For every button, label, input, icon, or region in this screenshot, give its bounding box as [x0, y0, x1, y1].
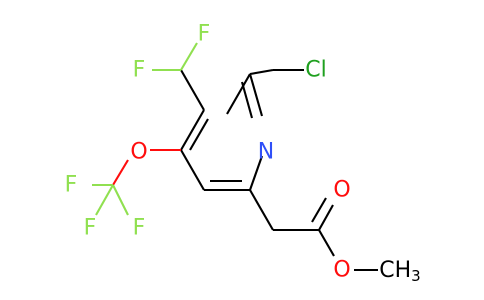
trifluoromethoxy-group: [92, 148, 181, 216]
difluoromethyl-group: [152, 42, 205, 111]
methyl-acetate-chain: [249, 189, 378, 272]
atom-oxygen-ester: O: [333, 258, 350, 283]
atom-fluorine-1: F: [198, 22, 211, 47]
bond-c2-n: [248, 73, 264, 117]
bond-cf3-f5: [112, 184, 129, 216]
pyridine-ring: [180, 73, 264, 192]
bond-c-o-double-b: [311, 197, 327, 223]
bond-c2-n-inner: [240, 81, 254, 119]
atom-fluorine-3: F: [65, 173, 78, 198]
bond-c6-ch2: [249, 189, 274, 231]
bond-c3-c2: [226, 73, 251, 115]
atom-fluorine-4: F: [84, 216, 97, 241]
bond-o-cf3: [112, 159, 129, 186]
bond-c-o-single: [318, 229, 335, 257]
methyl-label: CH: [379, 258, 411, 283]
atom-oxygen-ether: O: [130, 140, 147, 165]
bond-c4-c3-inner: [189, 118, 209, 151]
bond-c2-ch2: [249, 68, 274, 76]
bond-c-o-double-a: [318, 204, 334, 231]
bond-c5-c4: [180, 149, 205, 191]
atom-fluorine-5: F: [133, 216, 146, 241]
atom-chlorine: Cl: [305, 58, 326, 83]
bond-n-c6: [249, 155, 263, 191]
bond-c3-chf2: [180, 69, 205, 111]
atom-fluorine-2: F: [133, 58, 146, 83]
atom-methyl: CH3: [379, 258, 420, 286]
chloromethyl-group: [249, 68, 304, 76]
bond-c4-c3: [180, 109, 205, 151]
methyl-subscript: 3: [411, 267, 421, 285]
atom-nitrogen: N: [258, 140, 274, 165]
bond-cf3-f4: [95, 184, 114, 216]
atom-oxygen-carbonyl: O: [333, 178, 350, 203]
bond-c-f1: [180, 42, 198, 71]
